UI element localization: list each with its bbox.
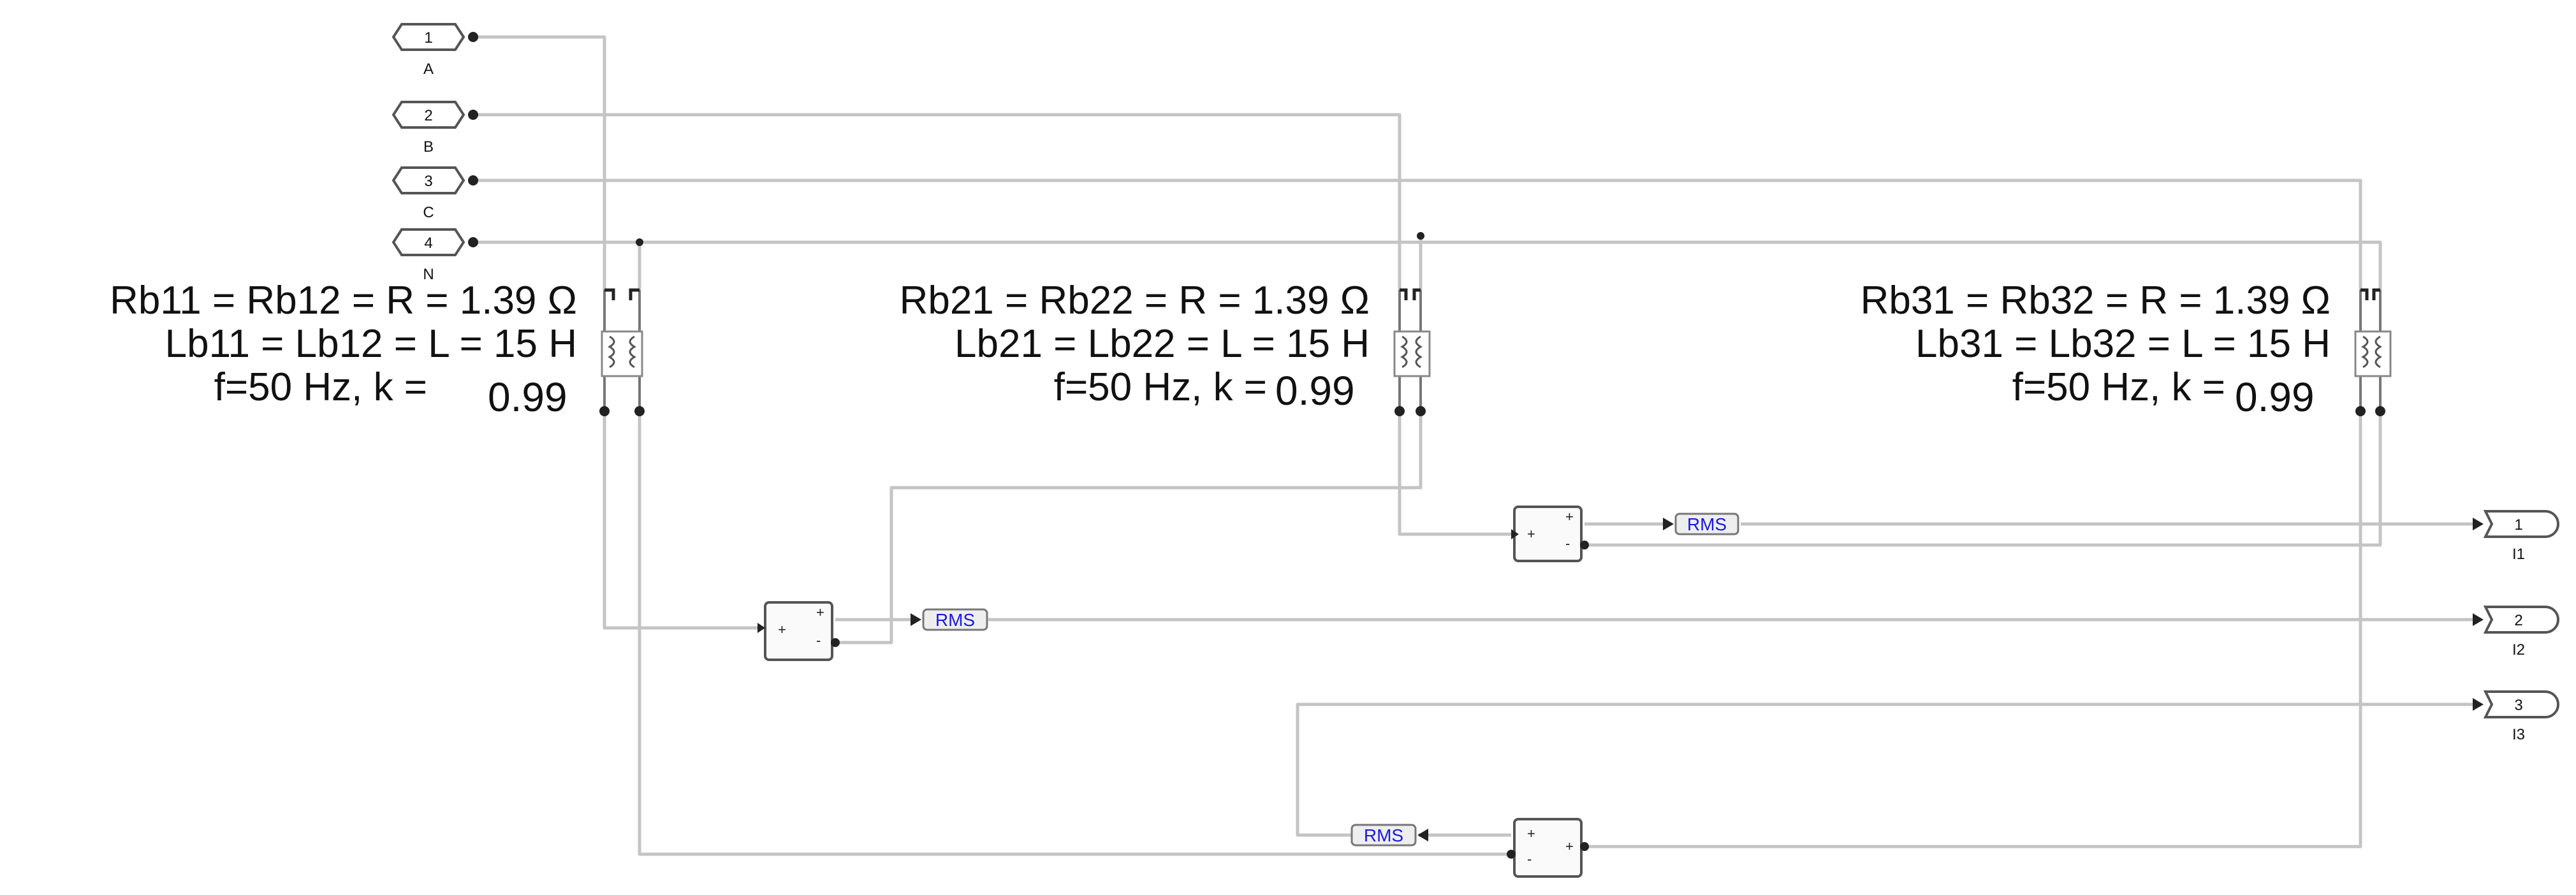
svg-text:+: + [778, 622, 786, 637]
outport-number: 1 [2514, 516, 2522, 534]
outport-number: 2 [2514, 612, 2522, 629]
inport-number: 2 [424, 107, 432, 124]
rms-label: RMS [935, 610, 975, 630]
branch-1-resistance: Rb11 = Rb12 = R = 1.39 Ω [110, 279, 577, 323]
sum-block-1[interactable]: + + - [1511, 506, 1589, 562]
inport-name: C [423, 204, 434, 221]
branch-3-resistance: Rb31 = Rb32 = R = 1.39 Ω [1861, 279, 2331, 323]
wires [475, 35, 2474, 856]
branch-1-params: Rb11 = Rb12 = R = 1.39 Ω Lb11 = Lb12 = L… [110, 279, 577, 420]
branch-3-k-value: 0.99 [2235, 374, 2315, 420]
svg-text:+: + [1527, 826, 1535, 841]
wire-b3-left-to-sum3 [1584, 411, 2362, 848]
rms-block-2[interactable]: RMS [911, 608, 988, 631]
inport-c[interactable]: 3 C [392, 166, 478, 221]
rms-label: RMS [1364, 826, 1403, 845]
inport-number: 1 [424, 29, 432, 47]
svg-text:-: - [816, 632, 821, 648]
branch-2-resistance: Rb21 = Rb22 = R = 1.39 Ω [900, 279, 1370, 323]
sum-block-3[interactable]: + - + [1507, 818, 1589, 878]
wire-rms3-to-out3 [1296, 702, 2474, 837]
svg-text:+: + [1565, 509, 1574, 525]
junction-dot [1417, 232, 1424, 240]
wire-phase-a [475, 35, 606, 290]
svg-text:-: - [1565, 535, 1570, 551]
inport-number: 4 [424, 235, 432, 252]
svg-text:+: + [1527, 526, 1535, 542]
inport-name: B [423, 138, 434, 156]
branch-3-inductance: Lb31 = Lb32 = L = 15 H [1915, 322, 2331, 366]
branch-3-frequency: f=50 Hz, k = [2012, 365, 2225, 409]
wire-neutral [475, 240, 2382, 290]
branch-1-k-value: 0.99 [488, 374, 567, 420]
sum-block-2[interactable]: + + - [757, 601, 840, 661]
branch-1-frequency: f=50 Hz, k = [214, 365, 427, 409]
outport-i3[interactable]: 3 I3 [2473, 690, 2559, 743]
outport-number: 3 [2514, 697, 2522, 714]
mutual-inductance-2[interactable] [1393, 288, 1431, 416]
outport-name: I1 [2512, 546, 2525, 563]
junction-dot [636, 238, 643, 246]
svg-text:+: + [816, 604, 824, 620]
rms-label: RMS [1687, 514, 1727, 534]
inport-a[interactable]: 1 A [392, 23, 478, 78]
inport-name: N [423, 266, 434, 283]
mutual-inductance-3[interactable] [2354, 288, 2392, 416]
branch-2-params: Rb21 = Rb22 = R = 1.39 Ω Lb21 = Lb22 = L… [900, 279, 1370, 414]
wire-b2-left-to-sum1 [1398, 411, 1511, 536]
outport-i1[interactable]: 1 I1 [2473, 510, 2559, 563]
branch-2-k-value: 0.99 [1275, 368, 1355, 414]
branch-3-params: Rb31 = Rb32 = R = 1.39 Ω Lb31 = Lb32 = L… [1861, 279, 2331, 420]
wire-b3-right-to-sum1 [1584, 411, 2382, 547]
wire-b2-right-to-sum2 [835, 411, 1423, 644]
inport-n[interactable]: 4 N [392, 228, 478, 283]
wire-b1-left-to-sum2 [603, 411, 760, 630]
outport-i2[interactable]: 2 I2 [2473, 606, 2559, 659]
wire-b1-right-to-sum3 [638, 411, 1511, 856]
wire-phase-b [475, 113, 1401, 290]
svg-text:+: + [1565, 838, 1574, 854]
inport-name: A [423, 61, 434, 78]
svg-text:-: - [1527, 851, 1532, 867]
inport-b[interactable]: 2 B [392, 101, 478, 156]
rms-block-3[interactable]: RMS [1350, 824, 1428, 847]
outport-name: I2 [2512, 641, 2525, 659]
branch-1-inductance: Lb11 = Lb12 = L = 15 H [165, 322, 577, 366]
branch-2-frequency: f=50 Hz, k = [1054, 365, 1267, 409]
wire-phase-c [475, 178, 2362, 290]
branch-2-inductance: Lb21 = Lb22 = L = 15 H [955, 322, 1370, 366]
mutual-inductance-1[interactable] [599, 288, 645, 416]
rms-block-1[interactable]: RMS [1663, 513, 1739, 535]
outport-name: I3 [2512, 726, 2525, 743]
inport-number: 3 [424, 173, 432, 190]
